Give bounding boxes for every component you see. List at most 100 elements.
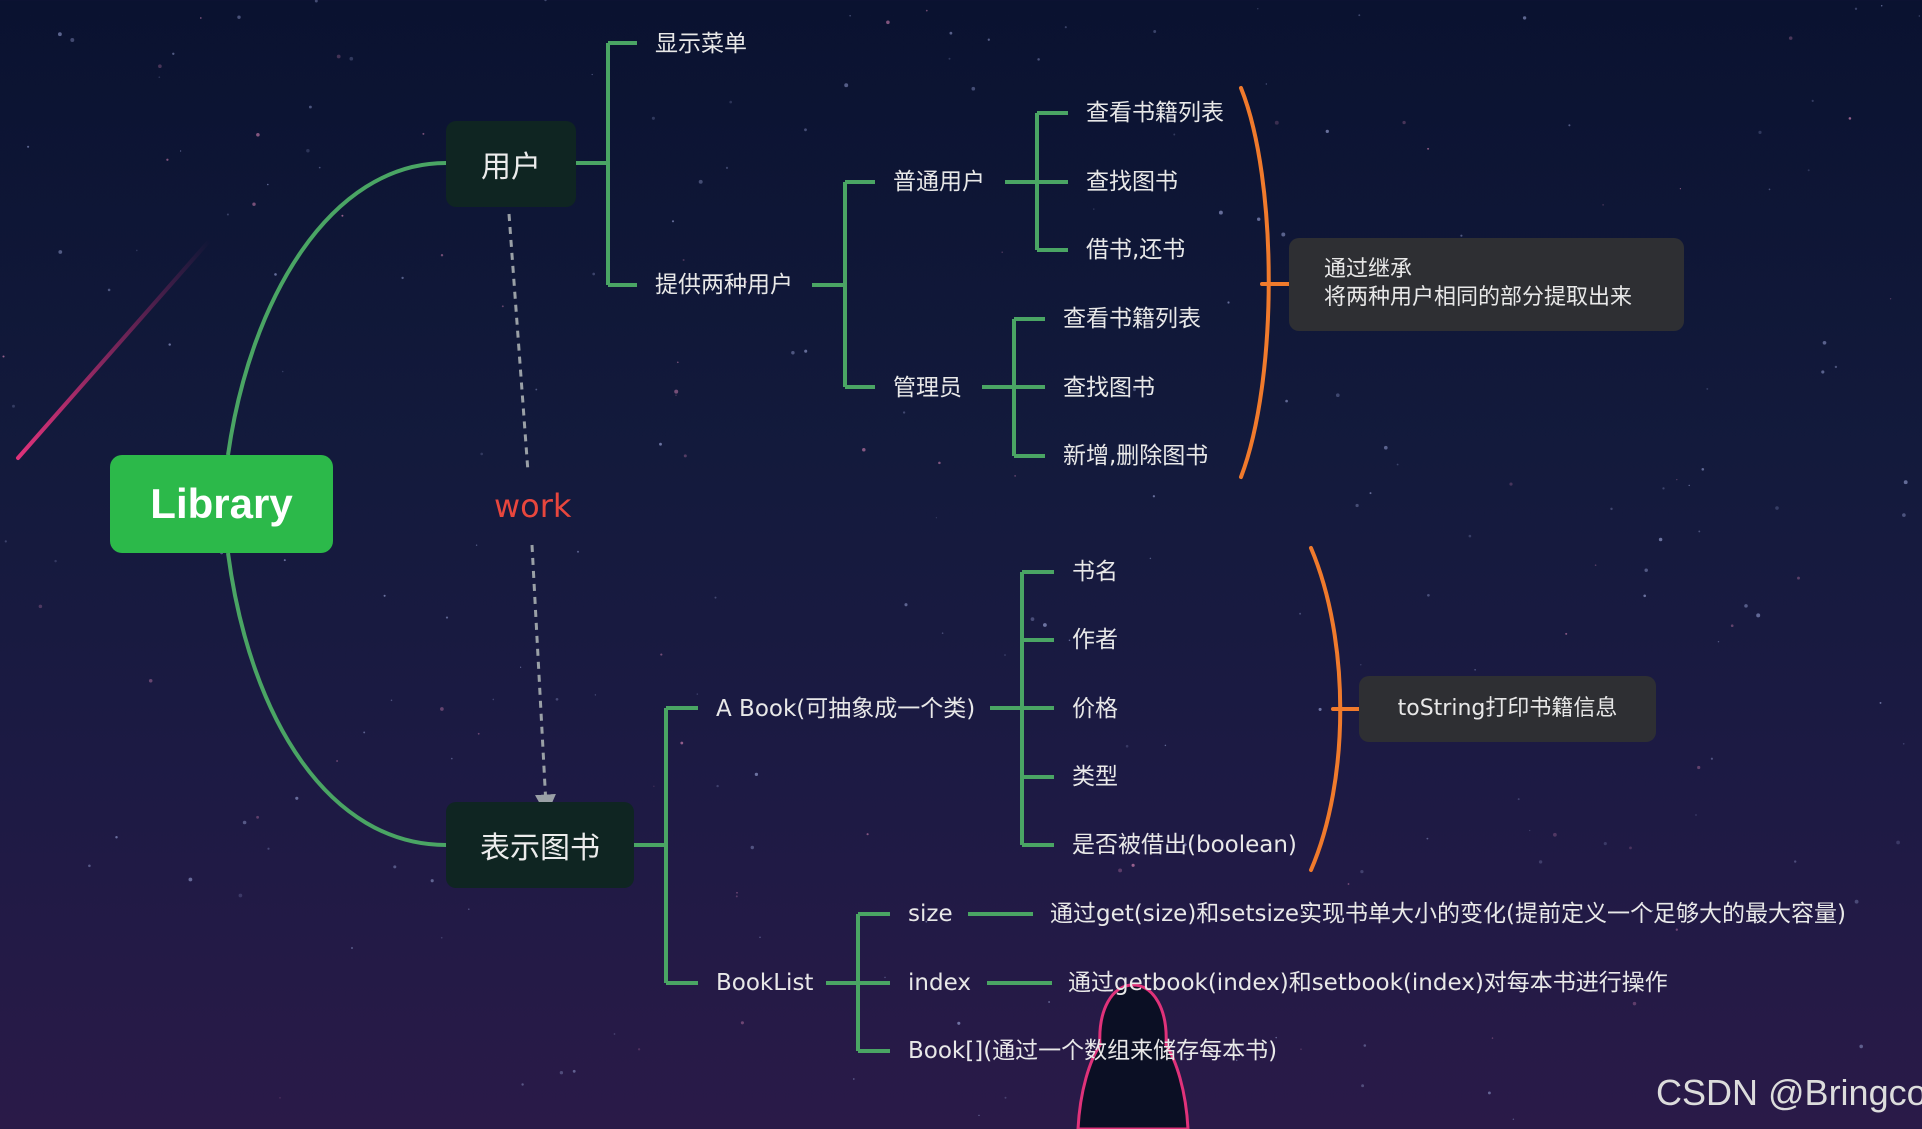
star-dot [349,56,354,61]
star-dot [759,936,761,939]
summary-tostring[interactable]: toString打印书籍信息 [1359,676,1656,742]
star-dot [1164,744,1167,747]
star-dot [637,1048,641,1051]
star-dot [422,132,425,135]
node-book-title[interactable]: 书名 [1072,559,1118,585]
meteor-streak [16,238,212,460]
star-dot [804,128,807,132]
star-dot [1426,837,1429,840]
star-dot [1644,568,1648,572]
star-dot [1265,83,1267,85]
star-dot [1651,909,1654,912]
star-dot [267,847,270,850]
star-dot [363,731,366,734]
node-book-type[interactable]: 类型 [1072,764,1118,790]
node-admin[interactable]: 管理员 [893,375,962,401]
star-dot [1706,387,1709,390]
node-normal-view-list[interactable]: 查看书籍列表 [1086,100,1224,126]
star-dot [295,796,299,800]
star-dot [1522,16,1527,20]
node-admin-add-delete[interactable]: 新增,删除图书 [1063,443,1209,469]
node-normal-borrow-return[interactable]: 借书,还书 [1086,237,1186,263]
node-book-array[interactable]: Book[](通过一个数组来储存每本书) [908,1038,1278,1064]
node-size[interactable]: size [908,901,953,927]
star-dot [1775,506,1779,510]
star-dot [57,32,62,37]
star-dot [1529,829,1531,832]
star-dot [744,280,748,283]
node-size-detail[interactable]: 通过get(size)和setsize实现书单大小的变化(提前定义一个足够大的最… [1050,901,1847,927]
star-dot [350,946,354,950]
star-dot [314,0,318,3]
star-dot [283,559,286,562]
node-normal-find-book[interactable]: 查找图书 [1086,169,1178,195]
star-dot [107,288,111,292]
star-dot [1149,118,1151,120]
star-dot [791,350,795,355]
node-normal-user[interactable]: 普通用户 [893,169,985,195]
star-dot [740,1021,744,1025]
star-dot [1879,701,1882,704]
summary-inheritance[interactable]: 通过继承 将两种用户相同的部分提取出来 [1289,238,1684,331]
star-dot [1048,1001,1051,1003]
node-show-menu[interactable]: 显示菜单 [655,31,747,57]
star-dot [682,258,685,262]
relation-label-work[interactable]: work [494,487,572,525]
star-dot [1361,1084,1365,1088]
star-dot [492,698,495,701]
star-dot [1257,8,1259,10]
star-dot [1299,612,1302,615]
star-dot [1369,492,1372,495]
node-book-author[interactable]: 作者 [1072,627,1118,653]
star-dot [1744,604,1748,608]
star-dot [267,183,269,186]
node-user[interactable]: 用户 [446,121,576,207]
star-dot [949,31,953,35]
node-book-borrowed[interactable]: 是否被借出(boolean) [1072,832,1297,858]
star-dot [987,38,990,41]
star-dot [1807,169,1810,172]
node-two-users[interactable]: 提供两种用户 [655,272,793,298]
node-a-book[interactable]: A Book(可抽象成一个类) [716,696,976,722]
node-index-detail[interactable]: 通过getbook(index)和setbook(index)对每本书进行操作 [1068,970,1668,996]
booklist-bracket [826,912,890,1053]
star-dot [168,343,171,346]
star-dot [27,145,30,148]
star-dot [1717,640,1720,643]
star-dot [1629,846,1632,850]
star-dot [1068,639,1071,642]
star-dot [1889,298,1892,300]
star-dot [468,908,470,910]
star-dot [477,732,480,735]
node-booklist[interactable]: BookList [716,970,814,996]
star-dot [884,976,886,979]
node-book-price[interactable]: 价格 [1072,696,1118,722]
node-admin-view-list[interactable]: 查看书籍列表 [1063,306,1201,332]
star-dot [591,73,593,76]
star-dot [1474,669,1476,671]
star-dot [1658,537,1663,542]
star-dot [576,550,580,553]
star-dot [158,76,161,79]
star-dot [58,250,63,254]
star-dot [1679,188,1681,190]
node-book[interactable]: 表示图书 [446,802,634,888]
star-dot [862,448,866,452]
star-dot [501,305,504,308]
star-dot [660,653,663,656]
star-dot [674,389,679,394]
root-node-library[interactable]: Library [110,455,333,553]
node-admin-find-book[interactable]: 查找图书 [1063,375,1155,401]
star-dot [1325,129,1329,134]
star-dot [1741,903,1743,905]
star-dot [1675,928,1678,931]
star-dot [70,38,75,42]
star-dot [1788,36,1793,40]
star-dot [1042,623,1047,627]
star-dot [1004,654,1006,656]
star-dot [1152,495,1156,498]
node-index[interactable]: index [908,970,971,996]
star-dot [925,920,928,923]
star-dot [1218,210,1223,215]
